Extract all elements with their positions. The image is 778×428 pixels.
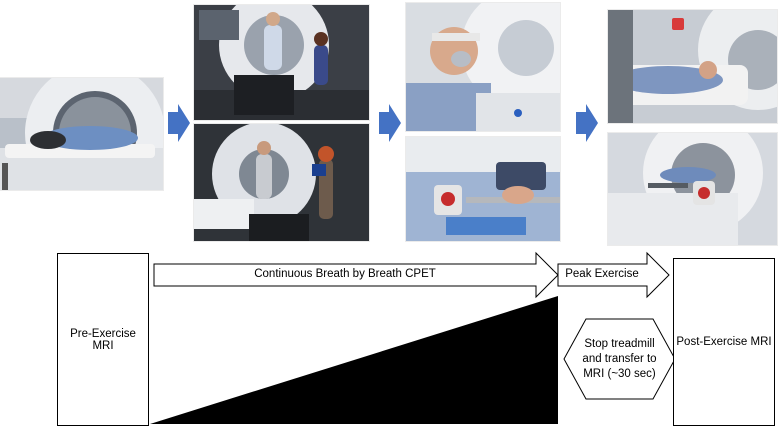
transfer-note: Stop treadmill and transfer to MRI (~30 …	[564, 337, 675, 382]
photo-patient-lying-in-scanner-with-mask	[608, 10, 777, 123]
cpet-arrow-shape	[153, 251, 559, 299]
pre-exercise-mri-label: Pre-Exercise MRI	[70, 327, 136, 352]
post-exercise-mri-box: Post-Exercise MRI	[673, 258, 775, 426]
cpet-arrow-label: Continuous Breath by Breath CPET	[254, 268, 436, 280]
transfer-note-line-3: MRI (~30 sec)	[583, 368, 656, 380]
photo-patient-in-mri-scanner	[0, 78, 163, 190]
photo-treadmill-exercise-with-clinician	[194, 5, 369, 120]
exercise-intensity-wedge	[150, 296, 558, 424]
post-exercise-mri-label: Post-Exercise MRI	[676, 336, 772, 348]
transfer-note-line-2: and transfer to	[582, 353, 657, 365]
flow-arrow-2	[379, 104, 401, 142]
peak-exercise-arrow-shape	[557, 251, 670, 299]
flow-arrow-3	[576, 104, 598, 142]
peak-exercise-label: Peak Exercise	[565, 268, 639, 280]
photo-patient-in-scanner-bore-side-view	[608, 133, 777, 245]
photo-treadmill-exercise-beside-scanner	[194, 124, 369, 241]
flow-arrow-1	[168, 104, 190, 142]
transfer-note-line-1: Stop treadmill	[584, 338, 655, 350]
photo-hand-on-treadmill-rail-with-ecg-box	[406, 137, 560, 241]
pre-exercise-mri-box: Pre-Exercise MRI	[57, 253, 149, 426]
photo-patient-wearing-breathing-mask	[406, 3, 560, 131]
transfer-hexagon	[563, 318, 676, 400]
